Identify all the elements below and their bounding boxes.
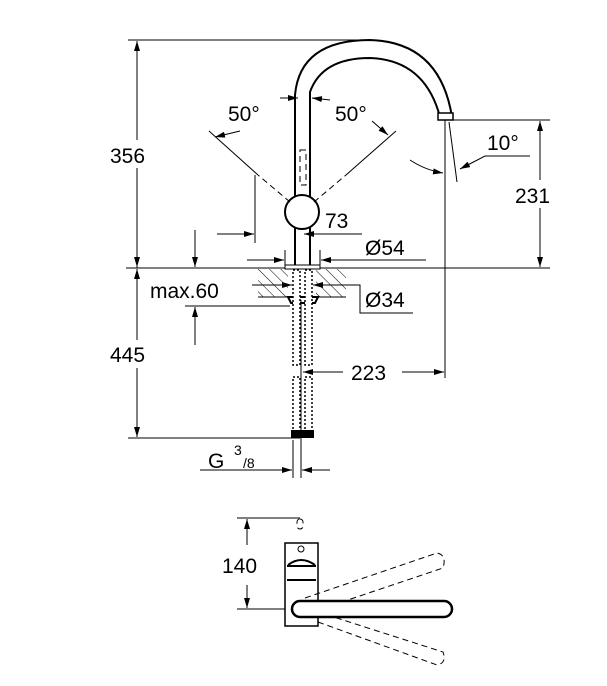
dim-231-label: 231 <box>515 185 550 208</box>
dim-73-label: 73 <box>325 210 348 233</box>
dim-140-label: 140 <box>222 555 257 578</box>
dim-445-label: 445 <box>110 344 145 367</box>
top-view: 140 <box>222 517 454 666</box>
spout-outer <box>294 38 453 265</box>
connection-G-label: G <box>208 450 224 473</box>
lever-knob <box>284 194 320 230</box>
countertop-section-left <box>258 269 288 297</box>
countertop-section-right <box>316 269 346 297</box>
angle-left-label: 50° <box>228 103 260 126</box>
front-view: 356 445 50° 50° 73 Ø54 <box>108 38 562 478</box>
angle-10-label: 10° <box>487 132 519 155</box>
angle-right-label: 50° <box>335 103 367 126</box>
spout-inner <box>309 56 441 265</box>
connection-num-label: 3 <box>234 442 242 458</box>
lever-handle-top <box>290 599 454 619</box>
dim-356-label: 356 <box>110 145 145 168</box>
dim-54-label: Ø54 <box>365 237 405 260</box>
dim-max60-label: max.60 <box>150 280 219 303</box>
supply-hoses <box>291 269 314 478</box>
dim-34-label: Ø34 <box>365 289 405 312</box>
aerator <box>437 112 454 121</box>
connection-den-label: /8 <box>243 455 255 471</box>
dim-223-label: 223 <box>351 362 386 385</box>
